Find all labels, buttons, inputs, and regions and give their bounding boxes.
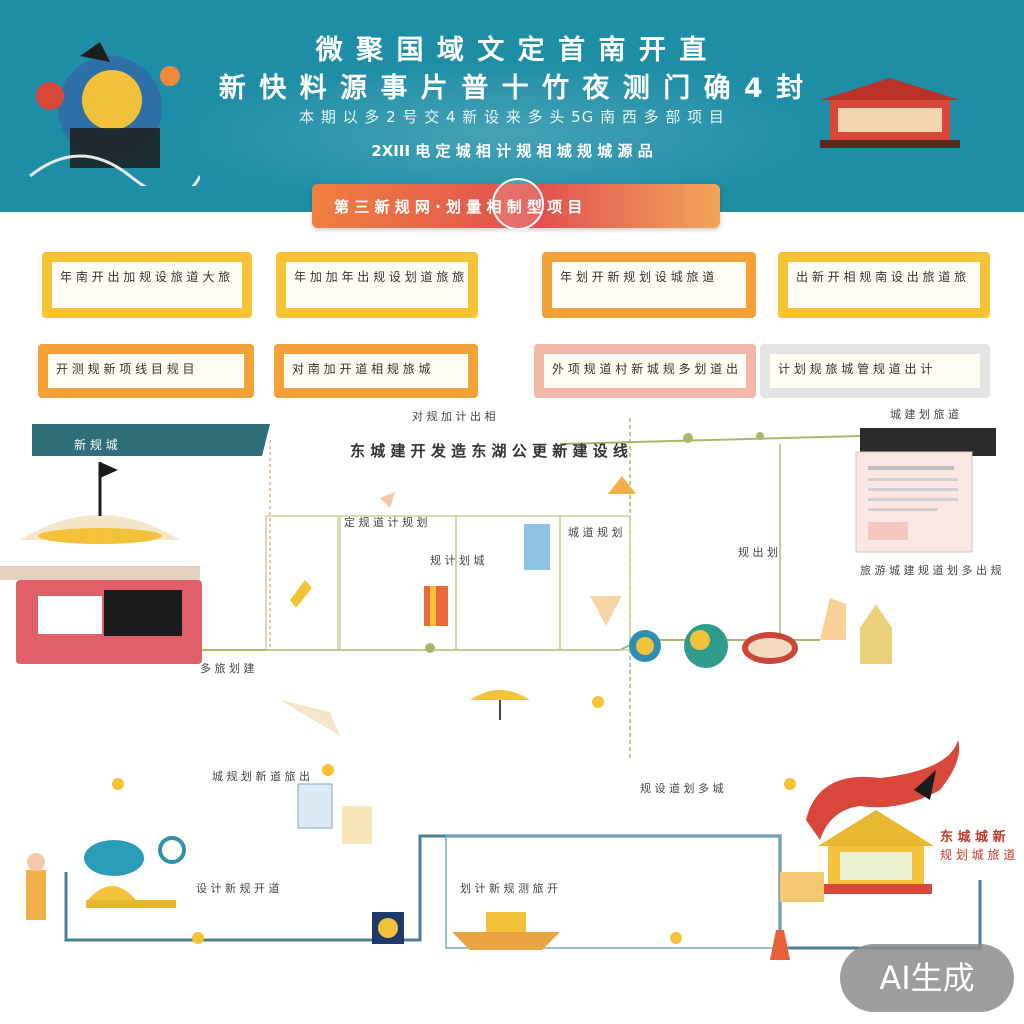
banner-badge-icon xyxy=(492,178,544,230)
palace-sub-label: 规 划 城 旅 道 xyxy=(940,848,1016,862)
section-banner: 第 三 新 规 网 · 划 量 相 制 型 项 目 xyxy=(312,178,720,230)
info-card: 开 测 规 新 项 线 目 规 目 xyxy=(38,344,254,398)
person-icon xyxy=(26,870,46,920)
info-card-text: 年 加 加 年 出 规 设 划 道 旅 旅 计 xyxy=(286,262,468,308)
yellow-dot xyxy=(112,778,124,790)
dragon-icon xyxy=(806,740,960,840)
info-card: 年 南 开 出 加 规 设 旅 道 大 旅 xyxy=(42,252,252,318)
header-left-illustration xyxy=(29,42,200,186)
flow-node xyxy=(683,433,693,443)
cone-icon xyxy=(590,596,622,626)
info-card: 出 新 开 相 规 南 设 出 旅 道 旅 xyxy=(778,252,990,318)
diagram-title: 东 城 建 开 发 造 东 湖 公 更 新 建 设 线 xyxy=(350,442,628,460)
diagram-label: 城 建 划 旅 道 xyxy=(890,408,959,421)
right-caption: 旅 游 城 建 规 道 划 多 出 规 xyxy=(860,564,1002,577)
bottom-row-text: 规 设 道 划 多 城 xyxy=(640,782,724,795)
diagram-label: 规 计 划 城 xyxy=(430,554,485,567)
flow-frame-4 xyxy=(559,515,631,651)
subtitle: 本 期 以 多 2 号 交 4 新 设 来 多 头 5G 南 西 多 部 项 目 xyxy=(299,108,725,126)
header-banner: 微 聚 国 域 文 定 首 南 开 直 新 快 料 源 事 片 普 十 竹 夜 … xyxy=(0,0,1024,212)
info-card-text: 出 新 开 相 规 南 设 出 旅 道 旅 xyxy=(788,262,980,308)
flow-frame-1 xyxy=(265,515,339,651)
info-card-text: 年 南 开 出 加 规 设 旅 道 大 旅 xyxy=(52,262,242,308)
dome-icon xyxy=(88,886,136,900)
diagram-label: 规 出 划 xyxy=(738,546,778,559)
flow-node xyxy=(425,643,435,653)
palace-label: 东 城 城 新 xyxy=(940,830,1006,845)
header-right-illustration xyxy=(820,78,960,148)
bell-icon xyxy=(608,476,636,494)
right-header-bar xyxy=(860,428,996,456)
yellow-dot xyxy=(322,764,334,776)
umbrella-icon xyxy=(470,690,530,700)
diagram-label: 多 旅 划 建 xyxy=(200,662,255,675)
flow-frame-2 xyxy=(339,515,457,651)
yellow-dot xyxy=(192,932,204,944)
info-card-text: 开 测 规 新 项 线 目 规 目 xyxy=(48,354,244,388)
cone-marker-icon xyxy=(770,930,790,960)
bottom-row-text: 划 计 新 规 测 旅 开 xyxy=(460,882,558,895)
info-card: 年 划 开 新 规 划 设 城 旅 道 xyxy=(542,252,756,318)
pencil-icon xyxy=(290,580,312,608)
document-icon xyxy=(524,524,550,570)
info-card-text: 外 项 规 道 村 新 城 规 多 划 道 出 xyxy=(544,354,746,388)
info-card-text: 对 南 加 开 道 相 规 旅 城 xyxy=(284,354,468,388)
info-card: 对 南 加 开 道 相 规 旅 城 xyxy=(274,344,478,398)
flow-line-top xyxy=(559,435,861,445)
left-header-bar xyxy=(32,424,270,456)
boat-icon xyxy=(452,932,560,950)
ring-icon xyxy=(158,836,186,864)
paper-plane-icon xyxy=(280,700,340,736)
yellow-dot xyxy=(592,696,604,708)
info-card: 计 划 规 旅 城 管 规 道 出 计 xyxy=(760,344,990,398)
title-line-1: 微 聚 国 域 文 定 首 南 开 直 xyxy=(315,35,709,66)
info-card: 年 加 加 年 出 规 设 划 道 旅 旅 计 xyxy=(276,252,478,318)
bar-icon xyxy=(430,586,436,626)
cloud-icon xyxy=(84,840,144,876)
lantern-icon xyxy=(860,604,892,664)
left-header-label: 新 规 城 xyxy=(74,438,118,452)
info-card-text: 计 划 规 旅 城 管 规 道 出 计 xyxy=(770,354,980,388)
ai-generated-watermark: AI生成 xyxy=(840,944,1014,1012)
yellow-dot xyxy=(670,932,682,944)
diagram-label: 城 道 规 划 xyxy=(568,526,623,539)
title-line-2: 新 快 料 源 事 片 普 十 竹 夜 测 门 确 4 封 xyxy=(218,73,806,104)
yellow-dot xyxy=(784,778,796,790)
sign-icon xyxy=(342,806,372,844)
banner-text: 第 三 新 规 网 · 划 量 相 制 型 项 目 xyxy=(334,198,583,216)
bottom-row-text: 设 计 新 规 开 道 xyxy=(196,882,280,895)
pen-icon xyxy=(380,492,395,508)
flow-node xyxy=(756,432,764,440)
bottom-row-text: 城 规 划 新 道 旅 出 xyxy=(212,770,310,783)
info-card: 外 项 规 道 村 新 城 规 多 划 道 出 xyxy=(534,344,756,398)
sign-icon xyxy=(297,783,333,829)
date-line: 2XIII 电 定 城 相 计 规 相 城 规 城 源 品 xyxy=(371,142,653,160)
diagram-label: 对 规 加 计 出 相 xyxy=(412,410,496,423)
info-card-text: 年 划 开 新 规 划 设 城 旅 道 xyxy=(552,262,746,308)
diagram-label: 定 规 道 计 规 划 xyxy=(344,516,428,529)
